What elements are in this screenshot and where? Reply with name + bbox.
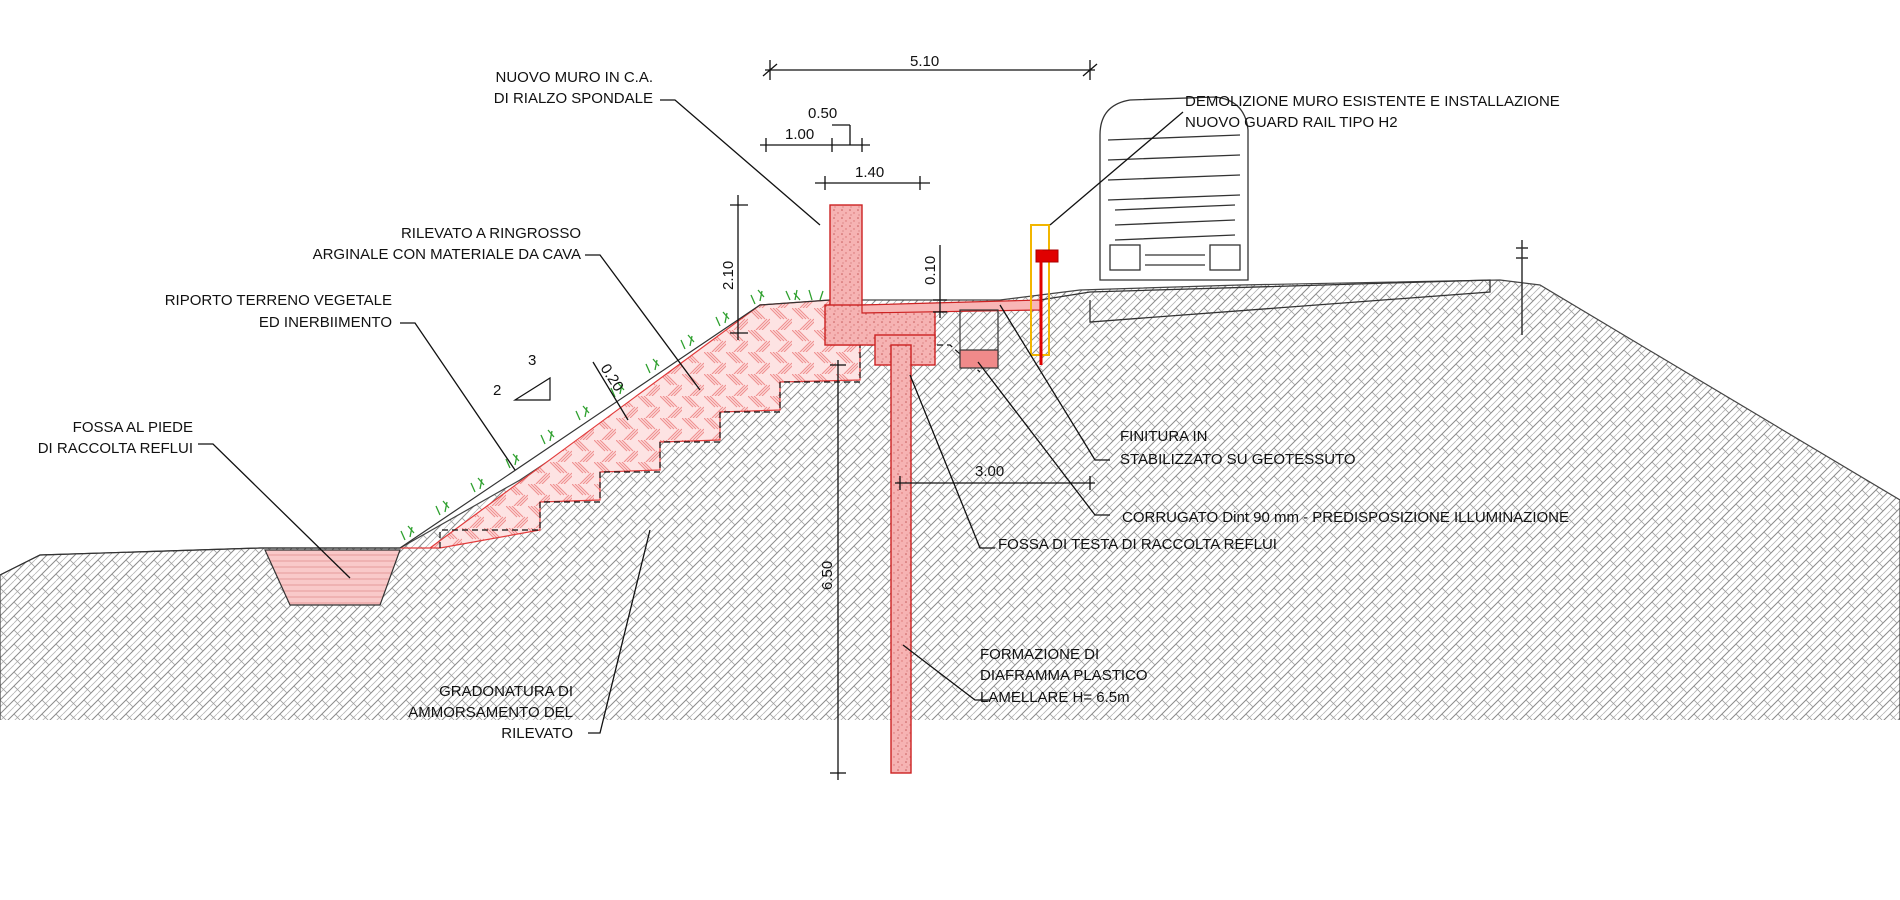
label-corrugato: CORRUGATO Dint 90 mm - PREDISPOSIZIONE I… xyxy=(1122,509,1569,526)
label-finitura-2: STABILIZZATO SU GEOTESSUTO xyxy=(1120,451,1356,468)
vehicle-icon xyxy=(1099,96,1249,281)
grass-tufts xyxy=(400,289,824,541)
dim-total-width: 5.10 xyxy=(762,53,1098,80)
dim-wall-offsets: 1.00 0.50 xyxy=(760,105,870,152)
label-demolizione-2: NUOVO GUARD RAIL TIPO H2 xyxy=(1185,114,1398,131)
label-gradonatura-1: GRADONATURA DI xyxy=(439,683,573,700)
plastic-diaphragm xyxy=(890,344,912,774)
dim-label-footing: 1.40 xyxy=(855,164,884,181)
label-rilevato-1: RILEVATO A RINGROSSO xyxy=(401,225,581,242)
label-finitura-1: FINITURA IN xyxy=(1120,428,1208,445)
dim-label-diaphragm-depth: 6.50 xyxy=(819,561,836,590)
road-surface xyxy=(1039,279,1491,323)
guard-rail-beam xyxy=(1035,249,1059,263)
label-fossa-piede-2: DI RACCOLTA REFLUI xyxy=(38,440,193,457)
dim-footing: 1.40 xyxy=(815,164,930,190)
dim-label-wall-height: 2.10 xyxy=(720,261,737,290)
label-riporto-2: ED INERBIIMENTO xyxy=(259,314,392,331)
dim-pavement: 0.10 xyxy=(922,245,947,318)
dim-label-pavement: 0.10 xyxy=(922,256,939,285)
label-muro-2: DI RIALZO SPONDALE xyxy=(494,90,653,107)
label-diaframma-3: LAMELLARE H= 6.5m xyxy=(980,689,1130,706)
dim-wall-height: 2.10 xyxy=(720,195,748,340)
dim-label-wall-top: 0.50 xyxy=(808,105,837,122)
dim-label-trench-width: 3.00 xyxy=(975,463,1004,480)
label-muro-1: NUOVO MURO IN C.A. xyxy=(495,69,653,86)
label-fossa-testa: FOSSA DI TESTA DI RACCOLTA REFLUI xyxy=(998,536,1277,553)
label-rilevato-2: ARGINALE CON MATERIALE DA CAVA xyxy=(313,246,581,263)
dim-label-wall-offset: 1.00 xyxy=(785,126,814,143)
leader-lines xyxy=(198,99,1184,734)
steps-outline xyxy=(439,344,981,548)
slope-label-h: 3 xyxy=(528,352,536,369)
slope-label-v: 2 xyxy=(493,382,501,399)
label-gradonatura-2: AMMORSAMENTO DEL xyxy=(408,704,573,721)
dim-label-total-width: 5.10 xyxy=(910,53,939,70)
label-demolizione-1: DEMOLIZIONE MURO ESISTENTE E INSTALLAZIO… xyxy=(1185,93,1560,110)
dim-diaphragm-depth: 6.50 xyxy=(819,360,846,780)
paper-background-bottom xyxy=(0,720,1900,900)
dim-topsoil: 0.20 xyxy=(592,361,629,421)
label-riporto-1: RIPORTO TERRENO VEGETALE xyxy=(165,292,392,309)
dim-trench-width: 3.00 xyxy=(895,463,1095,490)
corrugated-pipe xyxy=(959,349,999,369)
slope-ratio: 3 2 xyxy=(493,352,551,401)
label-diaframma-2: DIAFRAMMA PLASTICO xyxy=(980,667,1148,684)
ground-outline xyxy=(0,547,400,576)
topsoil-line xyxy=(399,299,831,549)
foot-trench xyxy=(264,549,401,606)
label-fossa-piede-1: FOSSA AL PIEDE xyxy=(73,419,193,436)
label-gradonatura-3: RILEVATO xyxy=(501,725,573,742)
label-diaframma-1: FORMAZIONE DI xyxy=(980,646,1099,663)
sign-post-icon xyxy=(1516,240,1528,335)
dim-label-topsoil: 0.20 xyxy=(597,361,627,395)
